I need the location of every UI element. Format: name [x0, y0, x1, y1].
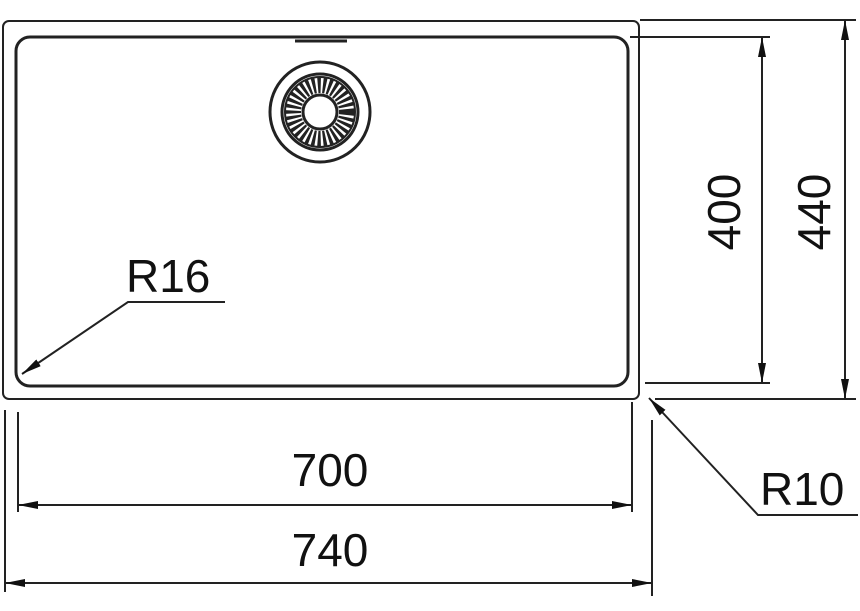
- radius-callout-r10: R10: [648, 397, 858, 516]
- drain-icon: [268, 60, 372, 164]
- dimension-outer-depth: 440: [640, 19, 856, 400]
- dimension-inner-width: 700: [17, 402, 633, 512]
- radius-label-r10: R10: [760, 463, 844, 515]
- dimension-outer-width: 740: [4, 410, 653, 596]
- sink-outer-outline: [2, 20, 640, 400]
- radius-callout-r16: R16: [21, 250, 225, 375]
- sink-inner-bowl: [14, 35, 630, 388]
- dimension-inner-depth: 400: [630, 36, 770, 384]
- radius-label-r16: R16: [126, 250, 210, 302]
- dimension-label-400: 400: [698, 174, 750, 251]
- dimension-label-700: 700: [292, 444, 369, 496]
- dimension-label-440: 440: [788, 174, 840, 251]
- dimension-label-740: 740: [292, 524, 369, 576]
